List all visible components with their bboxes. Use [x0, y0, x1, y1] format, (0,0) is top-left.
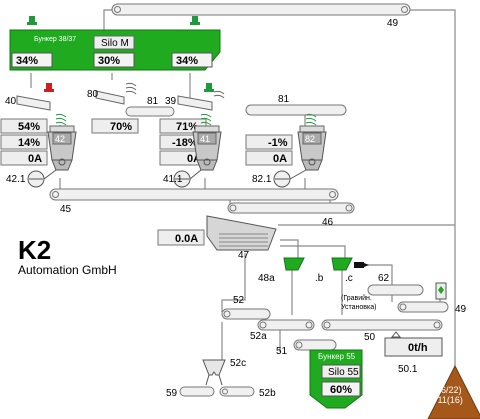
bunker-level-right: 34% [176, 55, 198, 67]
label-c: .c [345, 273, 353, 284]
feeder-80-level: 70% [110, 121, 132, 133]
mill-42[interactable]: 42 [47, 113, 77, 171]
crusher-47[interactable] [206, 215, 277, 251]
feeder-81-current: 0A [273, 153, 287, 165]
feeder-40[interactable] [16, 95, 51, 111]
mill-42-number: 42 [55, 134, 65, 144]
stockpile-line-2: 4 / 11(16) [425, 395, 463, 405]
product-stockpile[interactable]: (16/22) 4 / 11(16) [425, 364, 480, 419]
bunker-38-37[interactable]: Бункер 38/37 Silo M 34% 30% 34% [9, 29, 221, 71]
bunker-55-title: Бункер 55 [318, 352, 356, 361]
feeder-39-level: 71% [176, 121, 198, 133]
label-52b: 52b [259, 388, 276, 399]
label-52: 52 [233, 295, 245, 306]
feeder-40-values: 54% 14% 0A [0, 118, 48, 166]
flap-c[interactable] [354, 262, 369, 268]
label-b: .b [315, 273, 324, 284]
belt-scale-50-1: 0t/h [384, 331, 443, 357]
label-82-1: 82.1 [252, 174, 272, 185]
feeder-40-current: 0A [28, 153, 42, 165]
feeder-39-moisture: -18% [172, 137, 198, 149]
flap-48a[interactable] [283, 257, 305, 271]
belt-conveyor-81[interactable] [245, 104, 347, 116]
feeder-81-moisture: -1% [268, 137, 288, 149]
label-49-lower: 49 [455, 304, 467, 315]
motor-41-1[interactable] [173, 169, 202, 188]
motor-indicator-green [190, 16, 200, 25]
belt-conveyor-46[interactable] [227, 202, 355, 214]
belt-conveyor-52b[interactable] [219, 386, 255, 397]
mill-82-number: 82 [305, 134, 315, 144]
belt-conveyor-49-top[interactable] [111, 3, 411, 16]
motor-indicator-green [27, 16, 37, 25]
gravel-plant-label-1: (Гравийн. [341, 294, 372, 302]
label-49-top: 49 [387, 18, 399, 29]
belt-conveyor-52a[interactable] [257, 319, 315, 331]
motor-indicator-red [44, 83, 54, 92]
label-50-1: 50.1 [398, 364, 418, 375]
feeder-40-moisture: 14% [18, 137, 40, 149]
label-40: 40 [5, 96, 17, 107]
label-46: 46 [322, 217, 334, 228]
label-45: 45 [60, 204, 72, 215]
bunker-55[interactable]: Бункер 55 Silo 55 60% [309, 349, 363, 409]
feeder-80[interactable] [95, 82, 137, 105]
label-39: 39 [165, 96, 177, 107]
bunker-level-left: 34% [16, 55, 38, 67]
label-52c: 52c [230, 358, 246, 369]
label-42-1: 42.1 [6, 174, 26, 185]
belt-conveyor-59[interactable] [179, 386, 215, 397]
label-81: 81 [278, 94, 290, 105]
belt-conveyor-52[interactable] [221, 308, 271, 320]
label-59: 59 [166, 388, 178, 399]
belt-conveyor-50[interactable] [321, 319, 443, 331]
silo-m-label: Silo M [101, 38, 129, 49]
bunker-38-37-title: Бункер 38/37 [34, 36, 76, 43]
label-52a: 52a [250, 331, 267, 342]
level-indicator-49[interactable] [435, 282, 447, 300]
motor-82-1[interactable] [273, 169, 307, 188]
company-name: Automation GmbH [18, 263, 117, 277]
gravel-plant-label-2: Установка) [341, 304, 376, 311]
stockpile-line-1: (16/22) [433, 385, 462, 395]
flap-b[interactable] [331, 257, 353, 271]
feeder-39[interactable] [177, 90, 225, 111]
flow-rate: 0t/h [408, 342, 428, 354]
company-logo: K2 [18, 235, 52, 265]
mill-82[interactable]: 82 [297, 113, 327, 171]
bunker-level-middle: 30% [98, 55, 120, 67]
label-62: 62 [378, 273, 390, 284]
belt-conveyor-62[interactable] [367, 284, 424, 296]
belt-conveyor-51[interactable] [293, 339, 337, 351]
label-50: 50 [364, 332, 376, 343]
label-41-1: 41.1 [163, 174, 183, 185]
label-51: 51 [276, 346, 288, 357]
mill-41[interactable]: 41 [192, 113, 222, 171]
crusher-47-current: 0.0A [175, 233, 198, 245]
feeder-81-values: -1% 0A [245, 134, 293, 166]
chute-52c[interactable] [202, 359, 226, 386]
company-brand: K2 Automation GmbH [18, 237, 117, 277]
motor-42-1[interactable] [27, 169, 57, 188]
belt-conveyor-49[interactable] [397, 301, 449, 313]
feeder-80-values: 70% [91, 118, 139, 134]
mill-41-number: 41 [200, 134, 210, 144]
silo-55-label: Silo 55 [328, 367, 359, 378]
bunker-55-level: 60% [330, 384, 352, 396]
label-47: 47 [238, 250, 250, 261]
crusher-47-current-box: 0.0A [157, 229, 205, 246]
motor-indicator-green [204, 83, 214, 92]
label-81-small: 81 [147, 96, 159, 107]
label-48a: 48a [258, 273, 275, 284]
feeder-40-level: 54% [18, 121, 40, 133]
belt-conveyor-45[interactable] [49, 188, 339, 201]
belt-conveyor-81-small[interactable] [125, 106, 175, 117]
label-80: 80 [87, 89, 99, 100]
